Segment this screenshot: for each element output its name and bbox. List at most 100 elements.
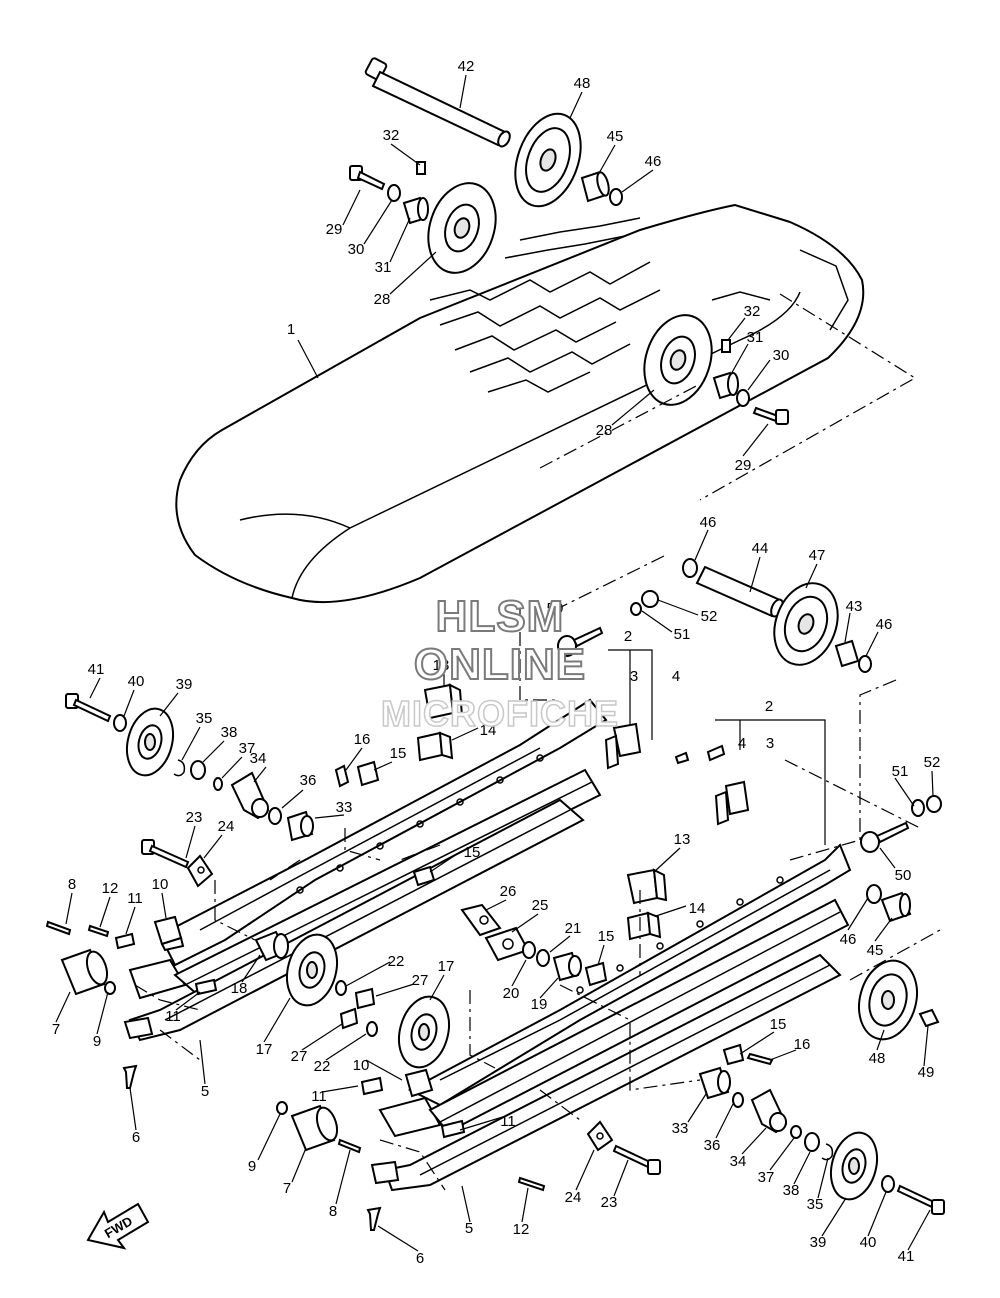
grease-nipple-32-right <box>721 339 731 353</box>
washer-36-left <box>268 807 282 825</box>
block-13-bottom <box>626 868 668 905</box>
wheel-39-right <box>829 1131 879 1201</box>
screw-6-right <box>366 1206 382 1231</box>
bushing-33-right <box>698 1066 731 1100</box>
callout-5: 5 <box>465 1220 473 1237</box>
clip-14-top <box>416 731 454 762</box>
bushing-37-right <box>790 1125 802 1139</box>
bushing-33-left <box>286 810 314 842</box>
wheel-47 <box>773 582 839 666</box>
callout-29: 29 <box>735 457 752 474</box>
clip-11-left-a <box>114 932 136 950</box>
callout-44: 44 <box>752 540 769 557</box>
callout-2: 2 <box>624 628 632 645</box>
bushing-18 <box>254 930 289 962</box>
nut-49 <box>918 1008 940 1028</box>
collar-27-mid <box>339 1007 359 1030</box>
wear-strip-right <box>370 953 842 1192</box>
washer-46-top <box>609 188 623 206</box>
washer-51-right <box>911 799 925 817</box>
callout-13: 13 <box>674 831 691 848</box>
callout-23: 23 <box>186 809 203 826</box>
callout-17: 17 <box>256 1041 273 1058</box>
collar-27-left <box>354 987 376 1010</box>
callout-17: 17 <box>438 958 455 975</box>
block-10-left <box>153 915 185 952</box>
callout-4: 4 <box>672 668 680 685</box>
callout-19: 19 <box>531 996 548 1013</box>
collar-52-right <box>926 795 942 813</box>
callout-7: 7 <box>283 1180 291 1197</box>
callout-31: 31 <box>375 259 392 276</box>
callout-52: 52 <box>701 608 718 625</box>
circlip-35-right <box>821 1143 834 1161</box>
callout-27: 27 <box>412 972 429 989</box>
wheel-28-top <box>427 182 497 274</box>
bolt-50-top <box>557 626 604 657</box>
oring-21 <box>536 949 550 967</box>
callout-27: 27 <box>291 1048 308 1065</box>
track-belt <box>175 203 865 603</box>
callout-9: 9 <box>248 1158 256 1175</box>
arm-34-left <box>230 771 270 820</box>
callout-9: 9 <box>93 1033 101 1050</box>
callout-52: 52 <box>924 754 941 771</box>
callout-15: 15 <box>390 745 407 762</box>
callout-28: 28 <box>596 422 613 439</box>
callout-42: 42 <box>458 58 475 75</box>
callout-48: 48 <box>574 75 591 92</box>
callout-46: 46 <box>700 514 717 531</box>
rivet-16-top <box>334 764 350 788</box>
pin-12-left <box>87 924 110 938</box>
watermark-line-3: MICROFICHE <box>380 692 619 735</box>
callout-40: 40 <box>128 673 145 690</box>
callout-22: 22 <box>314 1058 331 1075</box>
callout-31: 31 <box>747 329 764 346</box>
drum-7-left <box>60 948 109 996</box>
callout-26: 26 <box>500 883 517 900</box>
callout-23: 23 <box>601 1194 618 1211</box>
washer-46-right <box>866 884 882 904</box>
arm-34-right <box>750 1088 788 1134</box>
callout-16: 16 <box>354 731 371 748</box>
callout-30: 30 <box>348 241 365 258</box>
callout-38: 38 <box>221 724 238 741</box>
collar-43 <box>834 639 860 668</box>
callout-46: 46 <box>840 931 857 948</box>
callout-6: 6 <box>132 1129 140 1146</box>
callout-14: 14 <box>689 900 706 917</box>
callout-8: 8 <box>329 1203 337 1220</box>
oring-38-right <box>804 1132 820 1152</box>
callout-50: 50 <box>895 867 912 884</box>
callout-36: 36 <box>300 772 317 789</box>
callout-37: 37 <box>239 740 256 757</box>
callout-41: 41 <box>898 1248 915 1265</box>
callout-35: 35 <box>807 1196 824 1213</box>
bolt-41-left <box>65 693 112 723</box>
idler-wheel-48-top <box>514 112 582 208</box>
wheel-17-left <box>286 933 338 1007</box>
callout-16: 16 <box>794 1036 811 1053</box>
callout-36: 36 <box>704 1137 721 1154</box>
collar-45-right <box>880 891 912 923</box>
washer-22-left <box>335 980 347 996</box>
callout-51: 51 <box>892 763 909 780</box>
callout-11: 11 <box>165 1008 181 1025</box>
clip-15-center <box>584 961 608 987</box>
pin-8-left <box>45 920 72 936</box>
drum-7-right <box>290 1104 339 1152</box>
bolt-41-right <box>896 1184 945 1215</box>
callout-15: 15 <box>598 928 615 945</box>
callout-5: 5 <box>201 1083 209 1100</box>
wheel-28-right <box>643 314 713 406</box>
callout-24: 24 <box>565 1189 582 1206</box>
bolt-50-right <box>860 821 910 853</box>
bracket-26 <box>460 903 502 937</box>
clip-11-left-b <box>194 978 218 996</box>
callout-8: 8 <box>68 876 76 893</box>
callout-50: 50 <box>547 600 564 617</box>
bracket-assembly-2-top <box>604 649 690 770</box>
callout-20: 20 <box>503 985 520 1002</box>
